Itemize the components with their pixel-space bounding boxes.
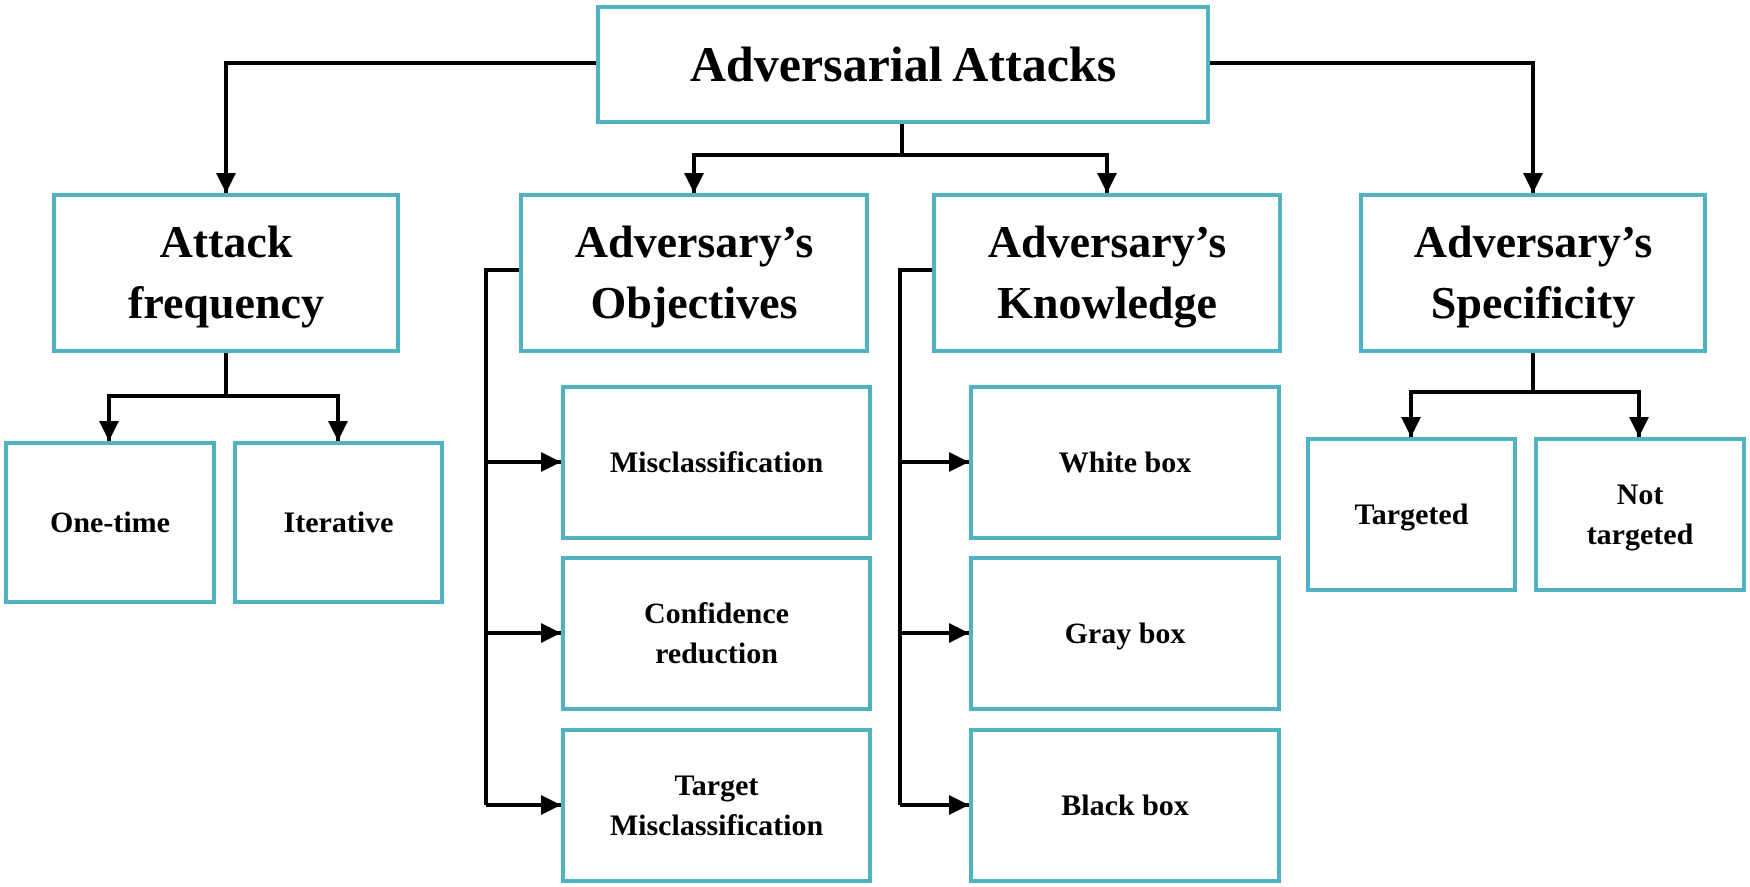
connector-frequency-to-iterative — [226, 394, 348, 441]
leaf-node-black-box: Black box — [969, 728, 1281, 883]
category-node-specificity: Adversary’s Specificity — [1359, 193, 1707, 353]
category-node-objectives: Adversary’s Objectives — [519, 193, 869, 353]
leaf-node-gray-box: Gray box — [969, 556, 1281, 711]
connector-frequency-to-onetime — [99, 394, 226, 441]
connector-root-to-knowledge — [902, 153, 1117, 193]
leaf-node-targeted: Targeted — [1306, 437, 1517, 592]
connector-specificity-to-targeted — [1401, 390, 1533, 437]
connector-root-to-frequency — [216, 61, 598, 193]
leaf-node-iterative: Iterative — [233, 441, 444, 604]
leaf-node-misclassification: Misclassification — [561, 385, 872, 540]
leaf-node-one-time: One-time — [4, 441, 216, 604]
connector-specificity-to-nottargeted — [1533, 390, 1649, 437]
root-node-adversarial-attacks: Adversarial Attacks — [596, 5, 1210, 124]
connector-root-to-specificity — [1209, 61, 1543, 193]
connector-root-to-objectives — [684, 153, 902, 193]
connector-objectives-spine — [484, 268, 519, 805]
connector-knowledge-spine — [898, 268, 932, 805]
leaf-node-confidence-reduction: Confidence reduction — [561, 556, 872, 711]
leaf-node-target-misclassification: Target Misclassification — [561, 728, 872, 883]
leaf-node-white-box: White box — [969, 385, 1281, 540]
category-node-knowledge: Adversary’s Knowledge — [932, 193, 1282, 353]
category-node-attack-frequency: Attack frequency — [52, 193, 400, 353]
leaf-node-not-targeted: Not targeted — [1534, 437, 1746, 592]
